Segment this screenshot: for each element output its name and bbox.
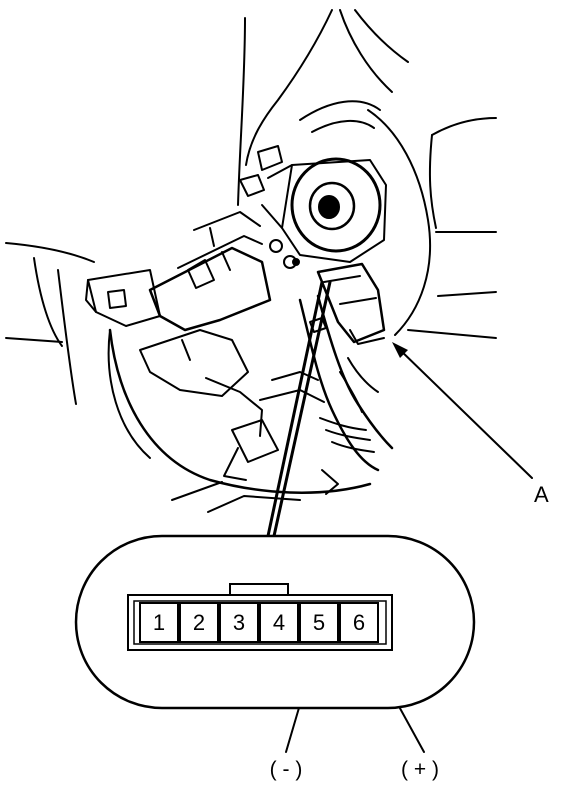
- callout-a-leader-line: [395, 345, 533, 479]
- steering-column-illustration: [5, 9, 497, 513]
- negative-terminal-label: ( - ): [270, 758, 303, 781]
- pin-cell-6: 6: [339, 602, 379, 643]
- pin-cell-2: 2: [179, 602, 219, 643]
- connector-latch: [229, 583, 289, 595]
- pin-cell-3: 3: [219, 602, 259, 643]
- connector-face: [127, 583, 393, 651]
- connector-detail-view: 1 2 3 4 5 6: [74, 534, 476, 710]
- zoom-leader-line-right: [272, 280, 332, 538]
- connector-pins: 1 2 3 4 5 6: [139, 602, 379, 643]
- positive-terminal-label: ( + ): [401, 758, 439, 781]
- connector-housing: [127, 594, 393, 651]
- pin-cell-5: 5: [299, 602, 339, 643]
- pin-1-label: 1: [153, 610, 165, 635]
- pin-6-label: 6: [353, 610, 365, 635]
- pin-4-label: 4: [273, 610, 285, 635]
- connector-housing-inner: [133, 600, 387, 645]
- pin-cell-4: 4: [259, 602, 299, 643]
- pin-2-label: 2: [193, 610, 205, 635]
- callout-a-arrowhead: [392, 342, 408, 358]
- pin-5-label: 5: [313, 610, 325, 635]
- pin-cell-1: 1: [139, 602, 179, 643]
- zoom-leader-line-left: [266, 280, 324, 538]
- callout-a-label: A: [534, 482, 549, 507]
- pin-3-label: 3: [233, 610, 245, 635]
